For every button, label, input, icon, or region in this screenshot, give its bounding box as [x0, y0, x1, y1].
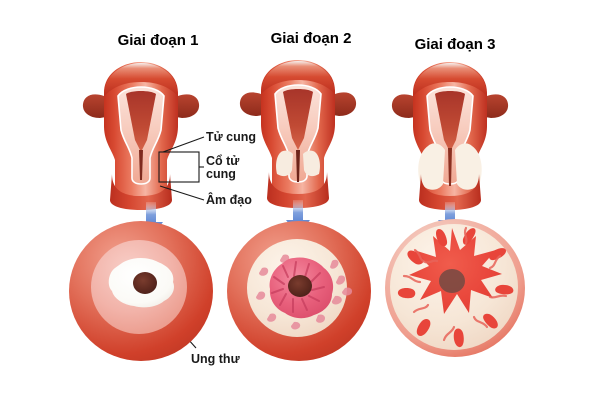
- cervix-view-stage-2: [227, 221, 371, 361]
- endometrial-cavity-lumen: [126, 91, 156, 152]
- cervical-os-stage-1: [133, 272, 157, 294]
- annotation-label-uterus: Tử cung: [206, 130, 257, 144]
- stage-label-1: Giai đoạn 1: [117, 32, 199, 49]
- uterus-diagram-stage-2: [239, 60, 357, 208]
- uterus-diagram-stage-3: [391, 62, 509, 210]
- endometrial-cavity-lumen: [435, 91, 465, 152]
- vagina-stage-2: [267, 172, 329, 208]
- stage-label-2: Giai đoạn 2: [270, 30, 352, 47]
- surface-fissures-stage-3: [402, 226, 508, 342]
- uterus-fundus: [104, 63, 178, 96]
- tumour-mass-stage-3-right: [455, 143, 482, 190]
- cervical-os-stage-3: [439, 269, 465, 293]
- annotation-label-cancer: Ung thư: [191, 352, 240, 366]
- rosette-striations: [271, 261, 325, 313]
- endometrial-cavity-lumen: [283, 89, 313, 150]
- annotation-label-cervix-line-1: Cổ tử: [206, 154, 240, 168]
- cervix-view-stage-1: [69, 221, 213, 361]
- cervical-canal-stage-1: [139, 150, 143, 180]
- tumour-mass-stage-2-left: [276, 150, 293, 177]
- cervical-os-stage-2: [288, 275, 312, 297]
- vagina-stage-1: [110, 174, 172, 210]
- vagina-stage-3: [419, 174, 481, 210]
- stage-label-3: Giai đoạn 3: [414, 36, 496, 53]
- surface-lesion-streaks: [256, 254, 353, 330]
- uterus-fundus: [413, 63, 487, 96]
- uterus-diagram-stage-1: [82, 62, 200, 210]
- leader-line-vagina: [159, 185, 205, 201]
- uterus-fundus: [261, 61, 335, 94]
- cervix-view-stage-3: [385, 219, 525, 357]
- cervical-canal-stage-2: [296, 150, 300, 182]
- tumour-mass-stage-3-left: [418, 143, 445, 190]
- leader-line-uterus: [162, 136, 205, 153]
- cervical-canal-stage-3: [448, 148, 452, 186]
- annotation-label-cervix: Cổ tử cung: [206, 155, 262, 181]
- annotation-label-vagina: Âm đạo: [206, 193, 252, 207]
- tumour-mass-stage-2-right: [303, 150, 320, 177]
- annotation-label-cervix-line-2: cung: [206, 167, 236, 181]
